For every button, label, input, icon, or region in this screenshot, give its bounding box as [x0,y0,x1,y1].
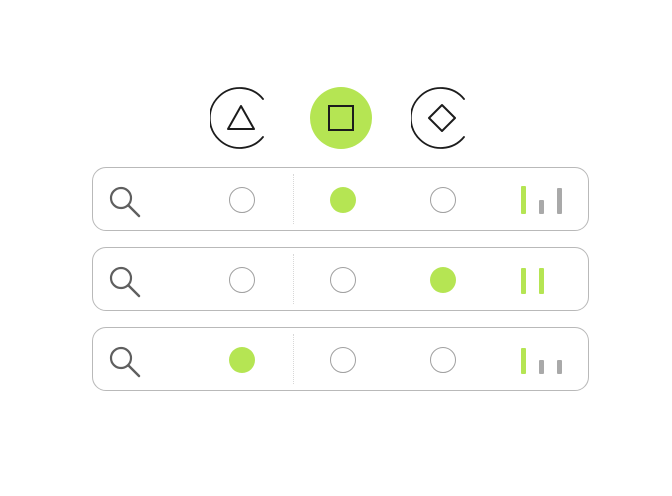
level-bar [557,188,562,214]
radio-option-2[interactable] [330,347,356,373]
radio-option-2[interactable] [330,267,356,293]
search-icon[interactable] [108,185,142,219]
radio-option-1[interactable] [229,347,255,373]
level-bar [557,360,562,374]
search-icon[interactable] [108,265,142,299]
level-bar [539,200,544,214]
triangle-button[interactable] [210,87,272,149]
level-indicator [521,266,565,294]
diamond-icon [428,104,456,132]
radio-option-3[interactable] [430,187,456,213]
level-bar [521,186,526,214]
radio-option-2[interactable] [330,187,356,213]
level-indicator [521,186,565,214]
diamond-button[interactable] [411,87,473,149]
triangle-icon [227,105,255,130]
level-bar [521,268,526,294]
search-icon[interactable] [108,345,142,379]
level-bar [539,268,544,294]
level-bar [539,360,544,374]
radio-option-1[interactable] [229,187,255,213]
option-row-2 [92,247,589,311]
option-row-1 [92,167,589,231]
column-divider [293,254,294,304]
radio-option-1[interactable] [229,267,255,293]
column-divider [293,174,294,224]
column-divider [293,334,294,384]
level-bar [521,348,526,374]
level-indicator [521,346,565,374]
square-icon [328,105,354,131]
radio-option-3[interactable] [430,267,456,293]
option-row-3 [92,327,589,391]
square-button[interactable] [310,87,372,149]
radio-option-3[interactable] [430,347,456,373]
